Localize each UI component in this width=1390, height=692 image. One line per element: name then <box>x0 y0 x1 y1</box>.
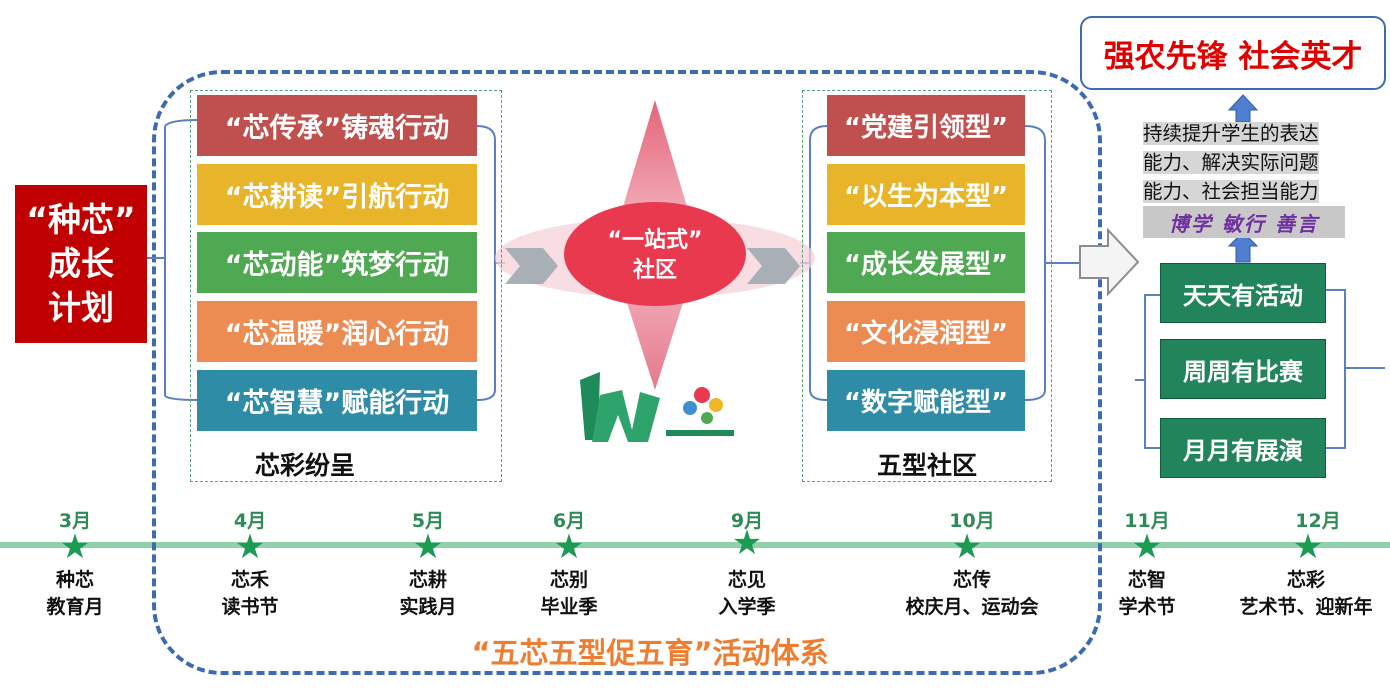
action-item: “芯智慧”赋能行动 <box>197 370 477 431</box>
star-icon: ★ <box>412 527 444 567</box>
event-line-2: 读书节 <box>221 596 279 618</box>
action-item: “芯温暖”润心行动 <box>197 301 477 362</box>
timeline-event: 芯智 学术节 <box>1097 567 1197 621</box>
center-line-1: “一站式” <box>607 228 703 253</box>
timeline-month: 5月 <box>411 510 445 532</box>
action-item: “芯传承”铸魂行动 <box>197 95 477 156</box>
ability-line: 能力、解决实际问题 <box>1143 151 1319 174</box>
ability-line: 能力、社会担当能力 <box>1143 180 1319 203</box>
community-item: “以生为本型” <box>827 164 1025 225</box>
left-bracket <box>147 119 198 401</box>
timeline-month: 3月 <box>58 510 92 532</box>
one-stop-community-label: “一站式” 社区 <box>590 226 720 286</box>
community-item: “数字赋能型” <box>827 370 1025 431</box>
star-icon: ★ <box>553 527 585 567</box>
star-icon: ★ <box>59 527 91 567</box>
activity-system-title: “五芯五型促五育”活动体系 <box>471 636 829 670</box>
chevron-right-icon <box>747 248 800 284</box>
abilities-text: 持续提升学生的表达 能力、解决实际问题 能力、社会担当能力 <box>1143 119 1357 206</box>
event-line-1: 种芯 <box>55 569 94 591</box>
goal-box: 强农先锋 社会英才 <box>1080 16 1386 90</box>
school-logo-icon <box>580 372 734 442</box>
timeline-event: 芯别 毕业季 <box>519 567 619 621</box>
star-icon: ★ <box>731 523 763 563</box>
event-line-2: 实践月 <box>399 596 457 618</box>
star-icon: ★ <box>234 527 266 567</box>
communities-right-bracket <box>1024 125 1080 401</box>
event-line-1: 芯智 <box>1127 569 1166 591</box>
timeline-month: 11月 <box>1124 510 1170 532</box>
star-icon: ★ <box>1131 527 1163 567</box>
school-motto: 博学 敏行 善言 <box>1143 206 1345 238</box>
event-line-2: 入学季 <box>718 596 776 618</box>
plan-line-3: 计划 <box>48 288 114 327</box>
routine-monthly: 月月有展演 <box>1160 418 1326 478</box>
event-line-1: 芯传 <box>952 569 991 591</box>
communities-group-frame <box>802 90 1052 482</box>
timeline-month: 4月 <box>233 510 267 532</box>
event-line-1: 芯彩 <box>1286 569 1325 591</box>
center-ellipse <box>564 202 746 306</box>
growth-plan-box: “种芯” 成长 计划 <box>15 185 147 343</box>
timeline-month: 12月 <box>1295 510 1341 532</box>
timeline-event: 芯传 校庆月、运动会 <box>877 567 1067 621</box>
communities-group-label: 五型社区 <box>876 451 977 480</box>
star-icon: ★ <box>951 527 983 567</box>
event-line-1: 芯别 <box>549 569 588 591</box>
activity-system-frame <box>152 70 1102 675</box>
outline-arrow-icon <box>1079 227 1140 297</box>
timeline-event: 芯彩 艺术节、迎新年 <box>1222 567 1390 621</box>
action-item: “芯动能”筑梦行动 <box>197 232 477 293</box>
event-line-1: 芯耕 <box>408 569 447 591</box>
event-line-1: 芯见 <box>727 569 766 591</box>
actions-group-label: 芯彩纷呈 <box>254 451 355 480</box>
star-icon: ★ <box>1292 527 1324 567</box>
timeline-event: 芯禾 读书节 <box>200 567 300 621</box>
chevron-left-icon <box>505 248 558 284</box>
center-line-2: 社区 <box>632 258 677 283</box>
event-line-1: 芯禾 <box>230 569 269 591</box>
timeline-month: 9月 <box>730 510 764 532</box>
timeline-event: 芯耕 实践月 <box>378 567 478 621</box>
timeline-month: 6月 <box>552 510 586 532</box>
action-item: “芯耕读”引航行动 <box>197 164 477 225</box>
ability-line: 持续提升学生的表达 <box>1143 122 1319 145</box>
event-line-2: 艺术节、迎新年 <box>1239 596 1373 618</box>
routine-daily: 天天有活动 <box>1160 263 1326 323</box>
event-line-2: 教育月 <box>46 596 104 618</box>
up-arrow-icon <box>1227 94 1259 123</box>
timeline-month: 10月 <box>949 510 995 532</box>
event-line-2: 学术节 <box>1118 596 1176 618</box>
routines-right-bracket <box>1326 289 1385 449</box>
timeline-bar <box>0 542 1390 548</box>
community-item: “党建引领型” <box>827 95 1025 156</box>
plan-line-1: “种芯” <box>26 200 136 239</box>
routine-weekly: 周周有比赛 <box>1160 339 1326 399</box>
timeline-event: 芯见 入学季 <box>697 567 797 621</box>
plan-line-2: 成长 <box>48 244 114 283</box>
community-item: “文化浸润型” <box>827 301 1025 362</box>
actions-group-frame <box>190 90 502 482</box>
event-line-2: 校庆月、运动会 <box>905 596 1039 618</box>
timeline-event: 种芯 教育月 <box>25 567 125 621</box>
event-line-2: 毕业季 <box>540 596 598 618</box>
community-item: “成长发展型” <box>827 232 1025 293</box>
routines-left-bracket <box>1135 294 1160 449</box>
